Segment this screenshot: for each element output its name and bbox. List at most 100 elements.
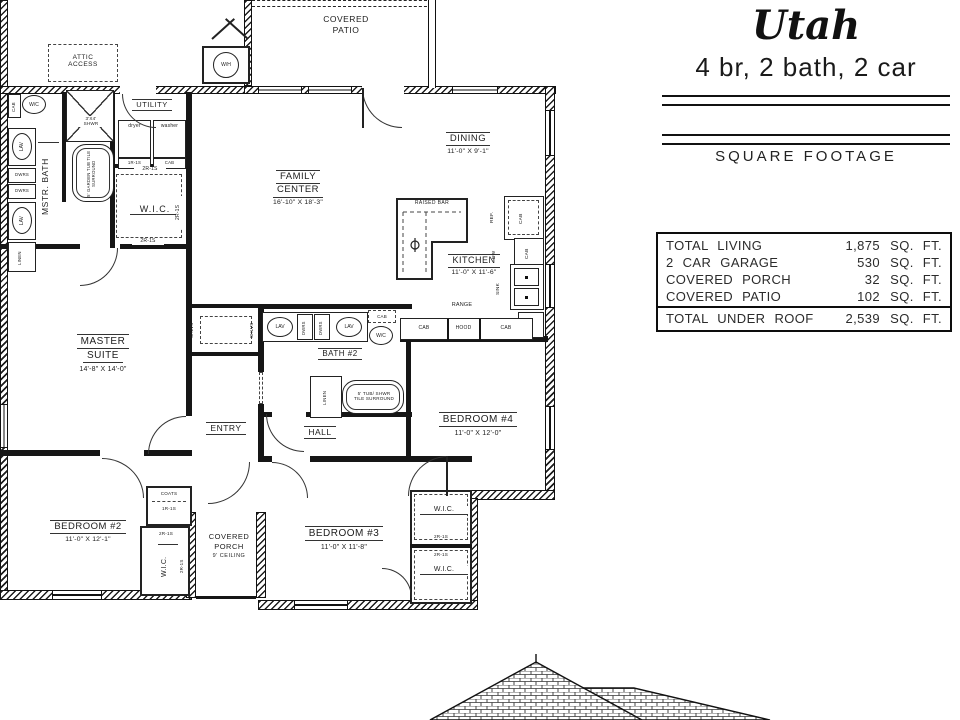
room-label-dining: DINING 11'-0" X 9'-1" bbox=[426, 132, 510, 157]
drawers: DWRS bbox=[314, 314, 330, 340]
attic-line2: ACCESS bbox=[68, 61, 98, 69]
cabinet-dash bbox=[508, 200, 539, 235]
room-name: BATH #2 bbox=[318, 348, 362, 361]
wic-bed2: 2R-1S W.I.C. 2R-1S bbox=[140, 526, 190, 596]
row-unit: SQ. FT. bbox=[890, 289, 942, 304]
row-value: 102 bbox=[857, 289, 880, 304]
room-name: MASTER bbox=[76, 334, 130, 349]
cab-label: CAB bbox=[164, 160, 175, 165]
patio-wall-left bbox=[244, 0, 252, 86]
table-total-row: TOTAL UNDER ROOF 2,539 SQ. FT. bbox=[658, 308, 950, 329]
divider-rule bbox=[662, 134, 950, 145]
cabinet: CAB bbox=[8, 94, 21, 118]
square-footage-heading: SQUARE FOOTAGE bbox=[715, 148, 897, 165]
lav-label: LAV bbox=[19, 215, 25, 226]
range-label: RANGE bbox=[451, 302, 473, 308]
door-leaf bbox=[362, 88, 364, 128]
dwrs-label: DWRS bbox=[15, 188, 29, 193]
hood-label: HOOD bbox=[455, 325, 472, 331]
door-swing-patio bbox=[362, 88, 402, 128]
room-label-bedroom2: BEDROOM #2 11'-0" X 12'-1" bbox=[38, 520, 138, 545]
lav-label: LAV bbox=[344, 324, 354, 330]
door-swing-bedroom2 bbox=[102, 458, 144, 498]
shower-l2: SHWR bbox=[83, 121, 99, 127]
garden-tub: 5' GARDEN TUB TILE SURROUND bbox=[72, 144, 114, 202]
room-label-entry: ENTRY bbox=[198, 422, 254, 436]
patio-edge-dashed bbox=[252, 0, 432, 7]
attic-access-label: ATTIC ACCESS bbox=[49, 54, 117, 69]
door-swing-front bbox=[208, 462, 250, 504]
door-swing-mstr-bath bbox=[80, 248, 118, 286]
drawers: DWRS bbox=[8, 184, 36, 199]
wc-label: W/C bbox=[29, 101, 39, 108]
room-label-kitchen: KITCHEN 11'-0" X 11'-6" bbox=[436, 254, 512, 278]
wall bbox=[406, 342, 411, 456]
room-name: PATIO bbox=[332, 25, 360, 36]
sink-icon: LAV bbox=[267, 317, 293, 337]
tub-label: 5' TUB/ SHWR TILE SURROUND bbox=[349, 391, 399, 402]
wall bbox=[186, 354, 192, 416]
table-row: COVERED PATIO 102 SQ. FT. bbox=[658, 288, 950, 305]
wall bbox=[310, 456, 462, 462]
room-name: PORCH bbox=[214, 541, 244, 551]
rod-shelf-label: 2R-1S bbox=[175, 196, 184, 228]
rod-shelf-label: 2R-1S bbox=[132, 238, 164, 245]
table-row: 2 CAR GARAGE 530 SQ. FT. bbox=[658, 254, 950, 271]
wall bbox=[120, 244, 190, 249]
window-family-1 bbox=[258, 86, 302, 94]
room-label-wic-bed2: W.I.C. bbox=[158, 544, 178, 589]
drawers: DWRS bbox=[297, 314, 313, 340]
room-label-bedroom3: BEDROOM #3 11'-0" X 11'-8" bbox=[294, 526, 394, 552]
lav-label: LAV bbox=[275, 324, 285, 330]
wall bbox=[0, 450, 100, 456]
cab-label: CAB bbox=[377, 314, 387, 319]
cab-label: CAB bbox=[525, 248, 530, 260]
shlvs-label: SHLVS bbox=[189, 322, 194, 338]
rod-shelf-label: 2R-1S bbox=[134, 166, 166, 173]
coats-label: COATS bbox=[160, 491, 178, 496]
dw-label: DW bbox=[492, 250, 497, 260]
room-name: BEDROOM #3 bbox=[304, 526, 384, 541]
toilet-icon: W/C bbox=[22, 95, 46, 114]
shlvs-label: SHLVS bbox=[249, 322, 254, 338]
linen-label: LINEN bbox=[322, 390, 327, 406]
dwrs-label: DWRS bbox=[301, 321, 306, 335]
room-label-master-suite: MASTER SUITE 14'-8" X 14'-0" bbox=[55, 334, 151, 374]
porch-edge bbox=[196, 596, 256, 599]
tub-shower: 5' TUB/ SHWR TILE SURROUND bbox=[342, 380, 404, 414]
total-value: 2,539 bbox=[845, 311, 880, 326]
table-row: COVERED PORCH 32 SQ. FT. bbox=[658, 271, 950, 288]
row-value: 32 bbox=[864, 272, 880, 287]
porch-column-right bbox=[256, 512, 266, 598]
wh-door-line bbox=[211, 18, 235, 40]
cased-opening bbox=[259, 372, 263, 404]
row-label: COVERED PATIO bbox=[666, 289, 782, 304]
row-value: 530 bbox=[857, 255, 880, 270]
total-label: TOTAL UNDER ROOF bbox=[666, 311, 814, 326]
linen-label: LINEN bbox=[17, 251, 22, 265]
dwrs-label: DWRS bbox=[318, 321, 323, 335]
rod-shelf-label: 2R-1S bbox=[416, 534, 466, 540]
sink-icon: LAV bbox=[12, 133, 32, 160]
footage-table: TOTAL LIVING 1,875 SQ. FT. 2 CAR GARAGE … bbox=[656, 232, 952, 309]
window-dining-right bbox=[545, 110, 555, 156]
window-kitchen-right bbox=[545, 264, 555, 308]
cab-label: CAB bbox=[500, 325, 512, 331]
wall bbox=[258, 304, 264, 356]
room-name: CENTER bbox=[272, 184, 324, 198]
rod-shelf-label: 2R-1S bbox=[179, 559, 184, 573]
door-leaf bbox=[446, 456, 448, 496]
patio-edge-right bbox=[428, 0, 436, 88]
room-name: KITCHEN bbox=[448, 254, 500, 268]
window-bed4-right bbox=[545, 406, 555, 450]
room-dims: 11'-0" X 12'-0" bbox=[454, 429, 502, 437]
attic-access-box: ATTIC ACCESS bbox=[48, 44, 118, 82]
shower bbox=[66, 90, 114, 142]
room-dims: 11'-0" X 11'-8" bbox=[320, 543, 368, 551]
sink-icon: LAV bbox=[336, 317, 362, 337]
total-unit: SQ. FT. bbox=[890, 311, 942, 326]
rod-shelf-label: 1R-1S bbox=[127, 160, 142, 165]
shower-l1: 3'X4' bbox=[85, 116, 97, 121]
floor-plan: ATTIC ACCESS W/H COVERED PATIO CAB W/C L… bbox=[0, 0, 556, 610]
lav-label: LAV bbox=[19, 141, 25, 152]
